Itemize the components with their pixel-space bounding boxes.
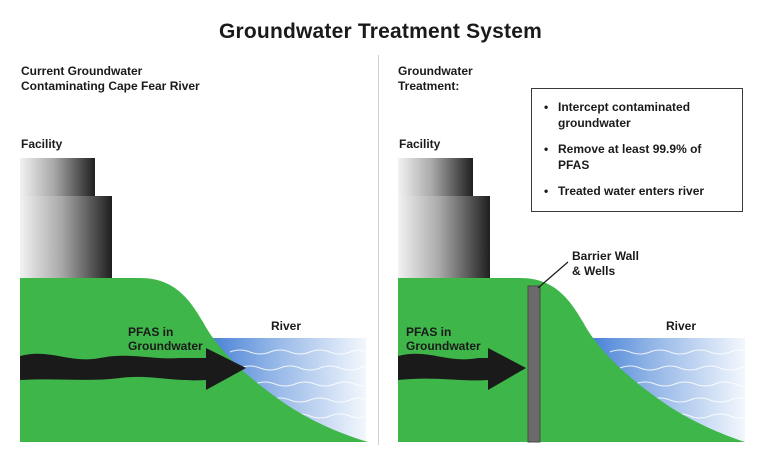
right-pfas-label-line2: Groundwater xyxy=(406,339,481,353)
right-river-label: River xyxy=(666,319,696,333)
barrier-wall xyxy=(527,285,541,443)
left-panel-heading: Current Groundwater Contaminating Cape F… xyxy=(21,64,200,93)
page-title: Groundwater Treatment System xyxy=(218,20,543,43)
left-pfas-label-line2: Groundwater xyxy=(128,339,203,353)
left-pfas-plume-arrow xyxy=(20,348,246,390)
barrier-label-line1: Barrier Wall xyxy=(572,249,639,263)
treatment-steps-box: Intercept contaminated groundwater Remov… xyxy=(531,88,743,212)
right-river-waves xyxy=(609,349,748,419)
right-scene: Facility PFAS in Groundwater River Barri… xyxy=(398,137,748,443)
left-scene: Facility PFAS in Groundwater River xyxy=(20,137,368,442)
barrier-label-line2: & Wells xyxy=(572,264,615,278)
left-facility-top xyxy=(20,158,95,196)
right-pfas-plume-arrow xyxy=(398,348,526,390)
left-river-waves xyxy=(229,349,368,419)
right-facility-bottom xyxy=(398,196,490,278)
treatment-step: Intercept contaminated groundwater xyxy=(544,99,708,131)
treatment-step: Remove at least 99.9% of PFAS xyxy=(544,141,734,173)
right-pfas-label-line1: PFAS in xyxy=(406,325,451,339)
left-pfas-label-line1: PFAS in xyxy=(128,325,173,339)
barrier-leader-line xyxy=(537,261,569,289)
right-facility-top xyxy=(398,158,473,196)
panel-divider xyxy=(378,55,379,445)
left-facility-bottom xyxy=(20,196,112,278)
right-panel-heading: Groundwater Treatment: xyxy=(398,64,473,93)
treatment-step: Treated water enters river xyxy=(544,183,734,199)
right-ground xyxy=(398,278,745,442)
left-facility-label: Facility xyxy=(21,137,63,151)
left-river-label: River xyxy=(271,319,301,333)
right-facility-label: Facility xyxy=(399,137,441,151)
treatment-steps-list: Intercept contaminated groundwater Remov… xyxy=(532,89,742,199)
